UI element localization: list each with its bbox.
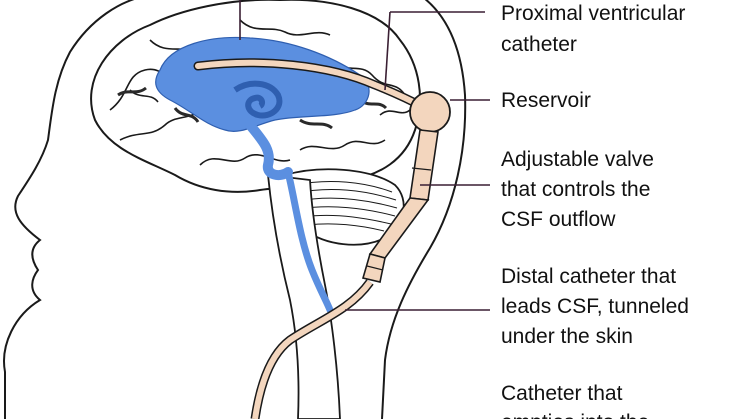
label-line: under the skin xyxy=(501,325,633,348)
label-line: Catheter that xyxy=(501,382,623,405)
label-line: that controls the xyxy=(501,178,650,201)
label-line: CSF outflow xyxy=(501,208,616,231)
label-line: Reservoir xyxy=(501,89,591,112)
label-distal-catheter: Distal catheter that leads CSF, tunneled… xyxy=(501,265,695,348)
label-reservoir: Reservoir xyxy=(501,89,591,112)
leader-lines xyxy=(239,0,490,311)
label-adjustable-valve: Adjustable valve that controls the CSF o… xyxy=(501,148,660,231)
shunt xyxy=(193,58,451,419)
reservoir xyxy=(409,91,451,133)
label-proximal-catheter: Proximal ventricular catheter xyxy=(501,2,691,56)
label-peritoneal-catheter: Catheter that empties into the xyxy=(501,382,649,419)
head-outline xyxy=(3,0,467,419)
label-line: catheter xyxy=(501,33,577,56)
label-line: Distal catheter that xyxy=(501,265,676,288)
brainstem xyxy=(266,173,341,419)
brain-sulci-dark xyxy=(117,86,388,130)
label-line: Adjustable valve xyxy=(501,148,654,171)
label-line: empties into the xyxy=(501,411,649,419)
label-line: leads CSF, tunneled xyxy=(501,295,689,318)
label-line: Proximal ventricular xyxy=(501,2,685,25)
valve-body xyxy=(409,129,439,201)
